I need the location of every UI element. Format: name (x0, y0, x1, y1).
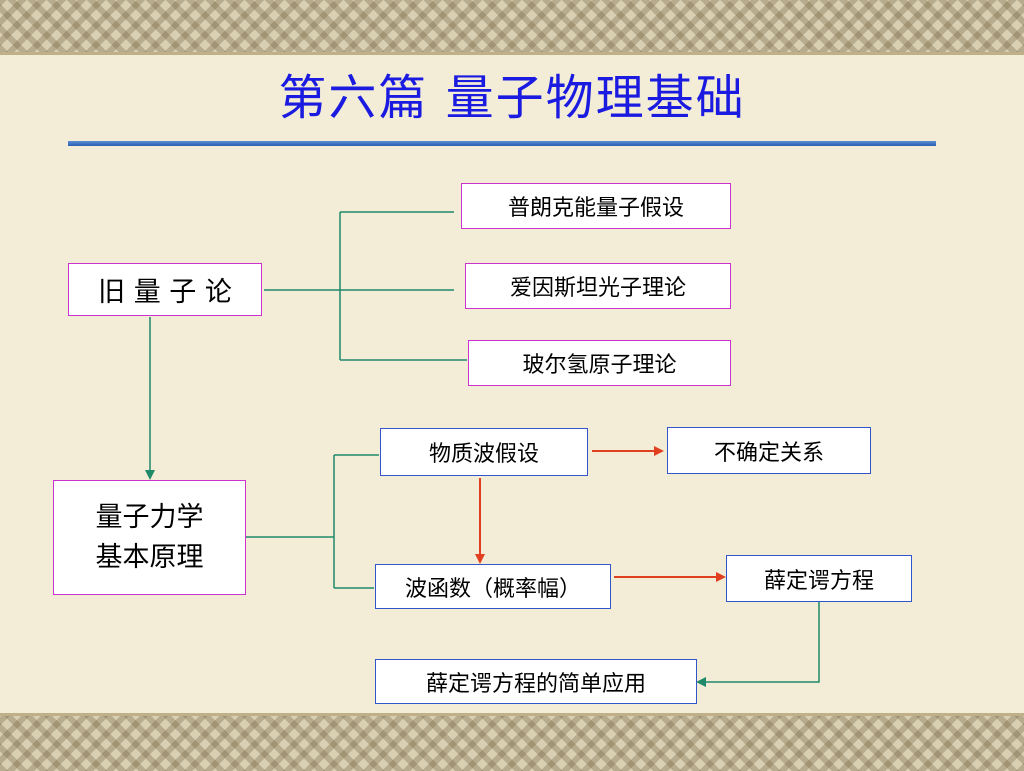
bracket-qm (246, 454, 379, 589)
node-uncertainty-relation: 不确定关系 (667, 427, 871, 474)
title-underline (68, 141, 936, 146)
node-wave-function: 波函数（概率幅） (375, 564, 611, 609)
bracket-old-quantum (264, 211, 467, 361)
node-old-quantum-theory-label: 旧 量 子 论 (98, 277, 232, 308)
bottom-decorative-border (0, 713, 1024, 771)
node-old-quantum-theory: 旧 量 子 论 (68, 263, 262, 316)
node-schrodinger-application-label: 薛定谔方程的简单应用 (425, 671, 646, 697)
node-qm-line1: 量子力学 (95, 501, 204, 533)
node-matter-wave-hypothesis-label: 物质波假设 (428, 442, 539, 467)
node-wave-function-label: 波函数（概率幅） (404, 576, 581, 602)
node-matter-wave-hypothesis: 物质波假设 (380, 428, 588, 476)
node-quantum-mechanics-principles: 量子力学 基本原理 (53, 480, 246, 595)
node-uncertainty-relation-label: 不确定关系 (713, 440, 824, 466)
node-planck-hypothesis: 普朗克能量子假设 (461, 183, 731, 229)
node-schrodinger-equation: 薛定谔方程 (726, 555, 912, 602)
node-bohr-hydrogen-theory-label: 玻尔氢原子理论 (522, 353, 677, 378)
page-title: 第六篇 量子物理基础 (278, 70, 746, 126)
arrow-schrodinger-to-application (696, 602, 820, 687)
node-qm-line2: 基本原理 (95, 541, 204, 573)
node-einstein-photon-theory-label: 爱因斯坦光子理论 (509, 276, 686, 301)
node-planck-hypothesis-label: 普朗克能量子假设 (507, 196, 684, 221)
top-decorative-border (0, 0, 1024, 55)
node-einstein-photon-theory: 爱因斯坦光子理论 (465, 263, 731, 309)
node-schrodinger-equation-label: 薛定谔方程 (763, 568, 874, 594)
node-bohr-hydrogen-theory: 玻尔氢原子理论 (468, 340, 731, 386)
node-schrodinger-application: 薛定谔方程的简单应用 (375, 659, 697, 704)
